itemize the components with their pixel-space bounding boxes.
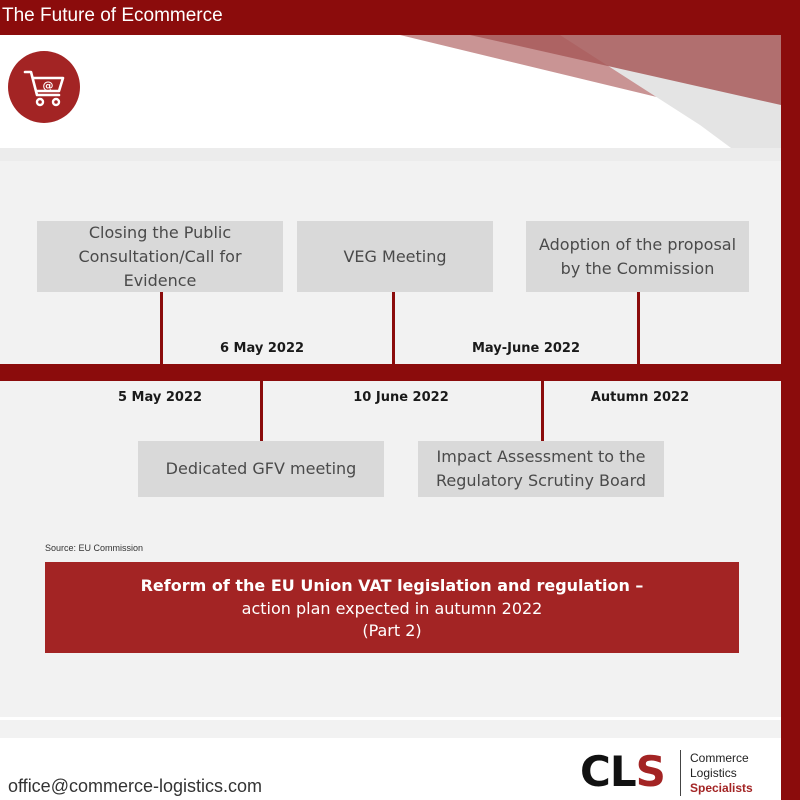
timeline-event: Dedicated GFV meeting xyxy=(138,441,384,497)
company-logo: CLS Commerce Logistics Specialists xyxy=(580,748,770,798)
page-title: The Future of Ecommerce xyxy=(2,5,223,26)
header-separator-band xyxy=(0,148,781,161)
divider xyxy=(0,717,781,720)
logo-mark-cl: CL xyxy=(580,747,637,796)
svg-text:@: @ xyxy=(43,79,54,92)
logo-line-commerce: Commerce xyxy=(690,751,749,765)
logo-line-specialists: Specialists xyxy=(690,781,753,795)
logo-mark: CLS xyxy=(580,747,666,796)
banner-subtitle: action plan expected in autumn 2022 xyxy=(241,599,543,618)
timeline-event: Impact Assessment to the Regulatory Scru… xyxy=(418,441,664,497)
banner-title: Reform of the EU Union VAT legislation a… xyxy=(140,576,644,595)
summary-banner: Reform of the EU Union VAT legislation a… xyxy=(45,562,739,653)
banner-part: (Part 2) xyxy=(362,621,422,640)
shopping-cart-at-icon: @ xyxy=(23,70,65,107)
timeline-event: VEG Meeting xyxy=(297,221,493,292)
cart-logo-icon: @ xyxy=(8,51,80,123)
connector-line xyxy=(392,292,395,364)
decorative-diagonal-shapes xyxy=(400,35,781,148)
connector-line xyxy=(541,381,544,441)
footer xyxy=(0,738,781,800)
connector-line xyxy=(637,292,640,364)
timeline-axis xyxy=(0,364,781,381)
timeline-event: Adoption of the proposal by the Commissi… xyxy=(526,221,749,292)
event-date: 6 May 2022 xyxy=(219,341,305,356)
contact-email-link[interactable]: office@commerce-logistics.com xyxy=(8,776,263,796)
lower-band xyxy=(0,720,781,738)
source-note: Source: EU Commission xyxy=(45,543,144,553)
header-area xyxy=(0,35,781,148)
logo-text: Commerce Logistics Specialists xyxy=(690,751,753,796)
timeline-event: Closing the Public Consultation/Call for… xyxy=(37,221,283,292)
logo-line-logistics: Logistics xyxy=(690,766,737,780)
event-date: May-June 2022 xyxy=(471,341,581,356)
title-bar: The Future of Ecommerce xyxy=(0,0,800,35)
logo-mark-s: S xyxy=(635,747,666,796)
logo-separator xyxy=(680,750,681,796)
right-frame-border xyxy=(781,0,800,800)
event-date: 10 June 2022 xyxy=(353,390,449,405)
connector-line xyxy=(260,381,263,441)
event-date: Autumn 2022 xyxy=(590,390,690,405)
event-date: 5 May 2022 xyxy=(117,390,203,405)
connector-line xyxy=(160,292,163,364)
